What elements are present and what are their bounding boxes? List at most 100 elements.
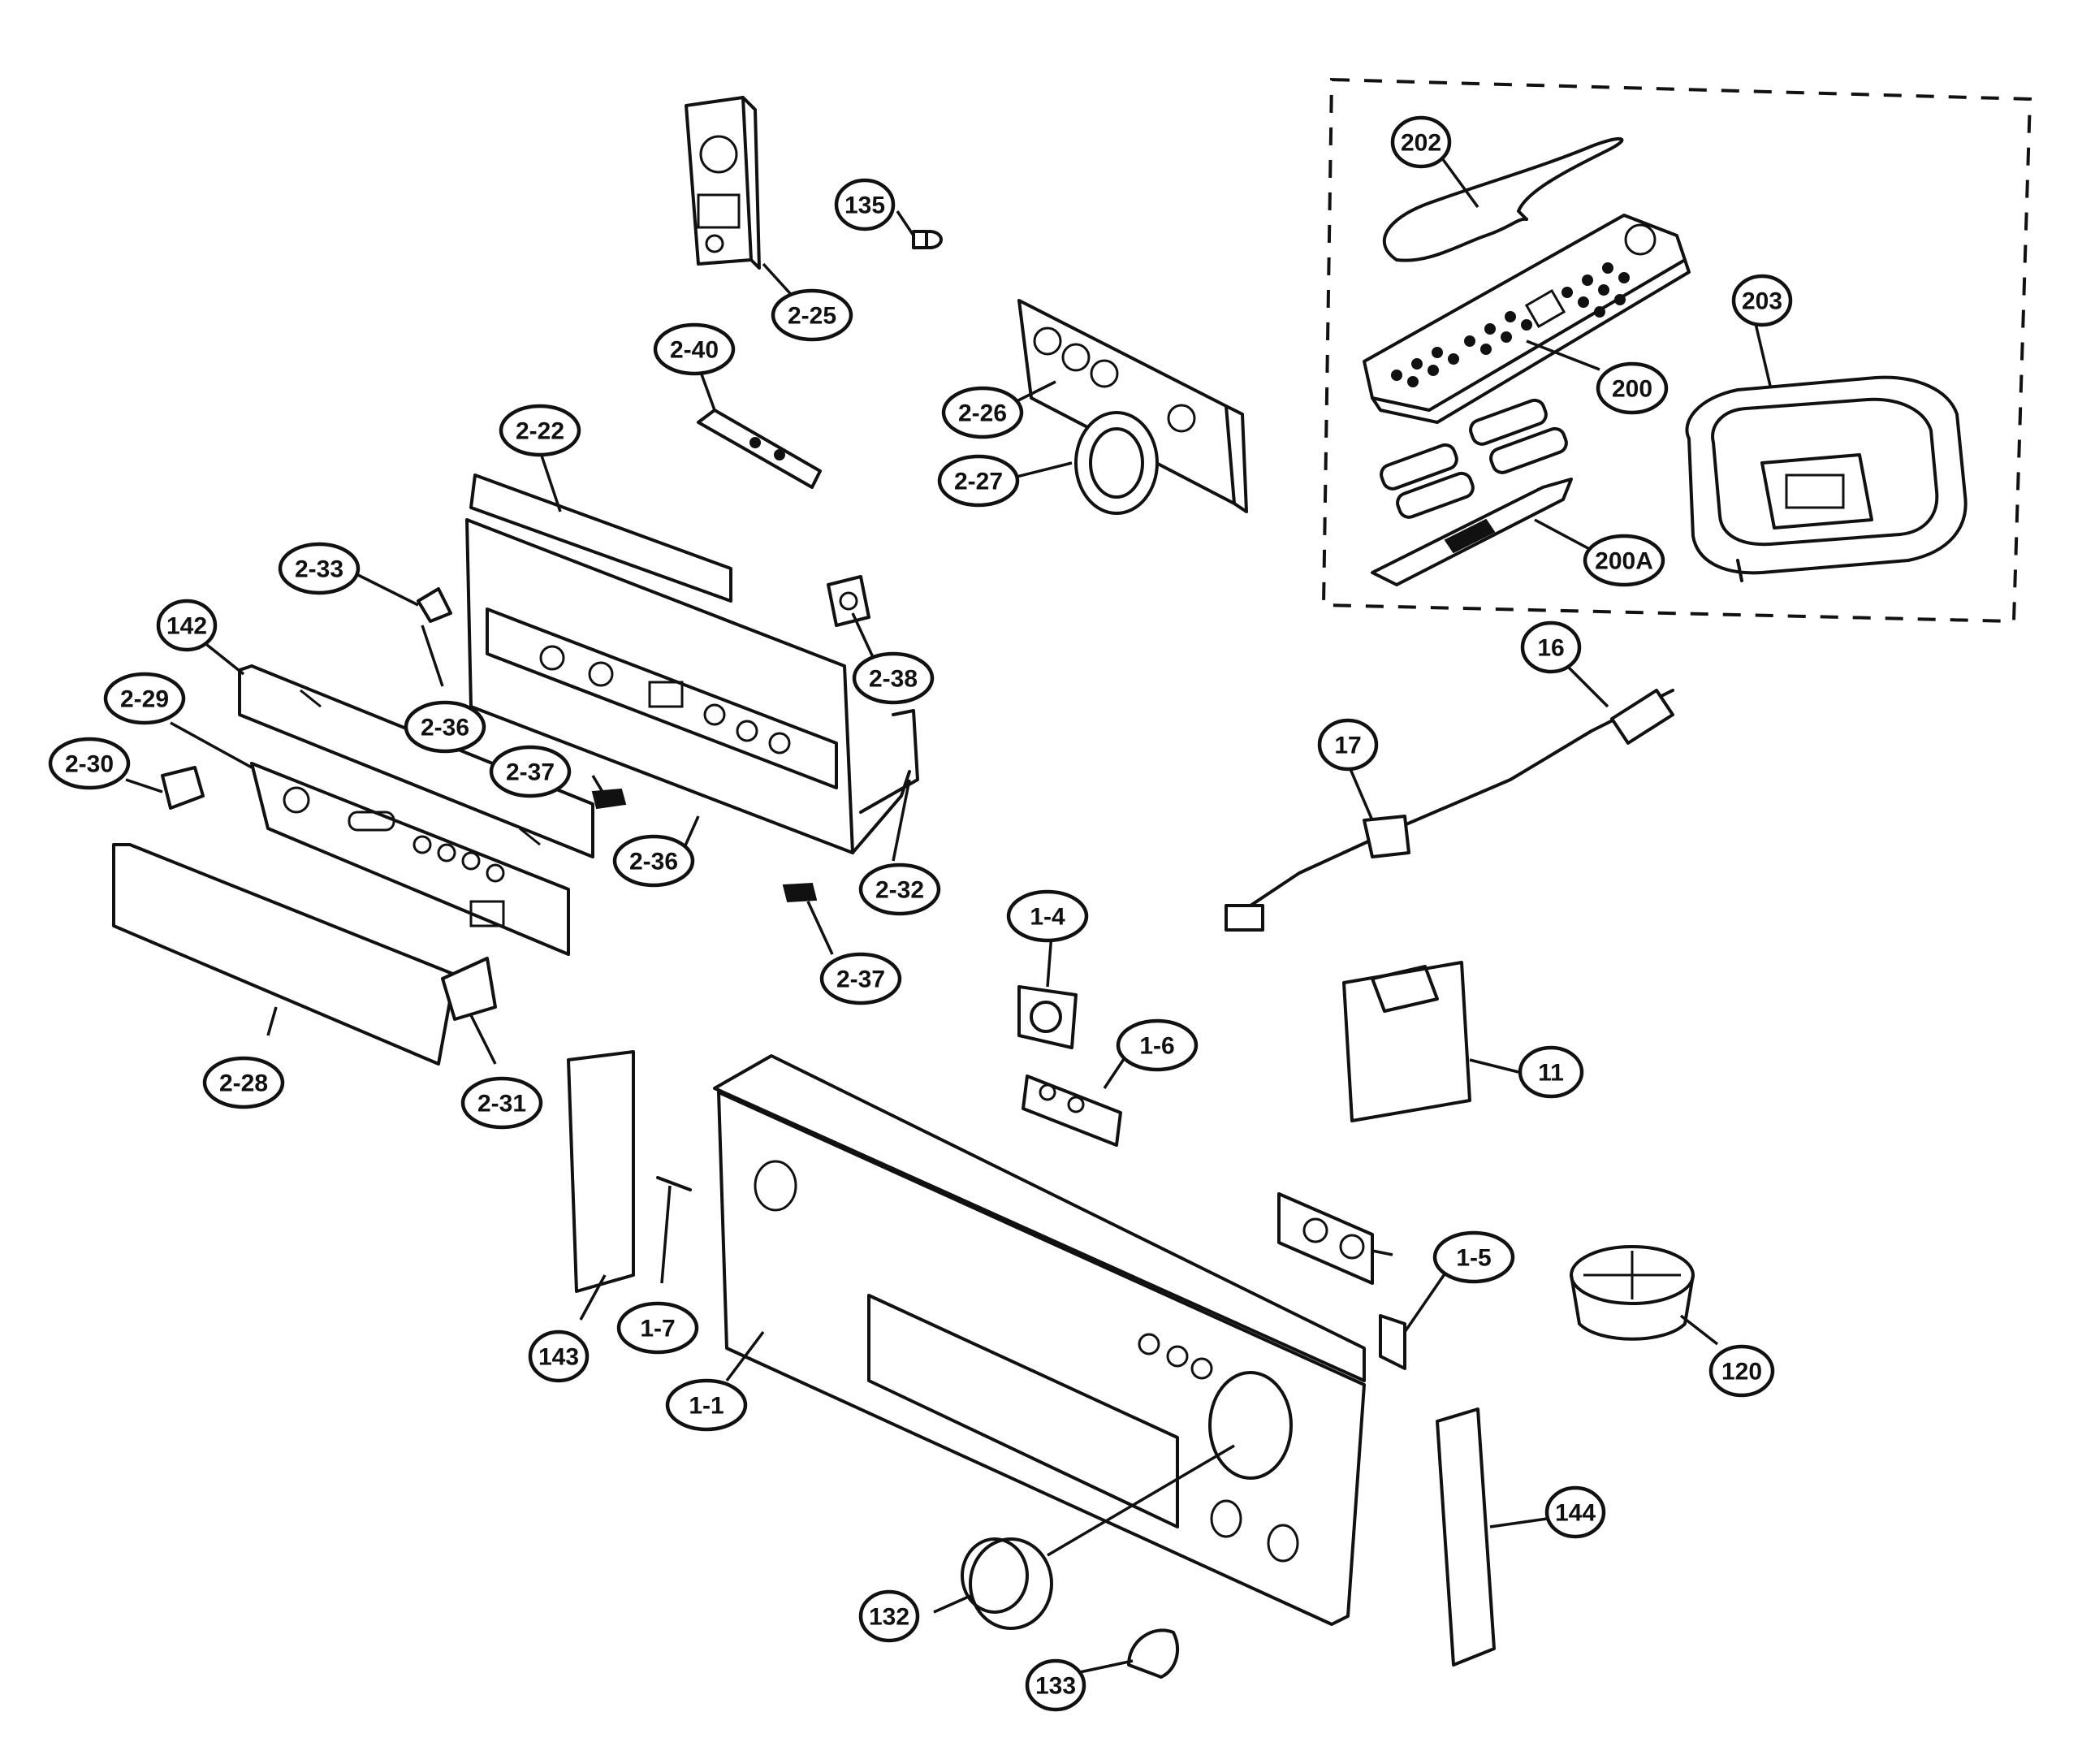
callout-circle xyxy=(771,288,853,342)
callout-circle xyxy=(278,542,361,595)
part-2-25 xyxy=(685,96,761,270)
callout-circle xyxy=(1596,361,1669,415)
callout-p135: 135 xyxy=(834,178,896,231)
part-2-33 xyxy=(417,587,452,623)
callout-p17b: 1-7 xyxy=(616,1301,699,1355)
part-1-5 xyxy=(1277,1192,1406,1370)
callout-text: 16 xyxy=(1537,635,1564,662)
part-1-4 xyxy=(1017,985,1078,1049)
callout-text: 2-36 xyxy=(421,715,469,741)
callout-circle xyxy=(1583,534,1665,587)
callout-text: 120 xyxy=(1721,1359,1762,1386)
part-203-loop-antenna xyxy=(1685,375,1968,582)
callout-text: 2-38 xyxy=(869,666,918,693)
part-11-box xyxy=(1342,961,1471,1122)
part-2-26-board xyxy=(1017,299,1248,515)
callout-p231: 2-31 xyxy=(460,1076,543,1130)
part-2-28-panel xyxy=(112,843,456,1066)
callout-p143: 143 xyxy=(528,1329,590,1383)
part-143-bracket xyxy=(567,1050,635,1293)
part-135-screw xyxy=(912,230,943,249)
callout-text: 144 xyxy=(1555,1500,1596,1527)
callout-circle xyxy=(1390,115,1452,169)
callout-p15: 1-5 xyxy=(1432,1230,1515,1284)
callout-p132: 132 xyxy=(858,1589,920,1643)
callout-circle xyxy=(202,1056,285,1109)
callout-text: 203 xyxy=(1742,288,1782,315)
callout-text: 202 xyxy=(1401,130,1441,157)
callout-p229: 2-29 xyxy=(103,672,186,725)
part-2-29-panel xyxy=(250,762,570,956)
callout-circle xyxy=(499,404,581,457)
callout-p16b: 1-6 xyxy=(1116,1018,1199,1072)
part-2-32 xyxy=(859,709,919,814)
part-200a-batteries xyxy=(1371,398,1573,586)
callout-circle xyxy=(1544,1485,1606,1539)
callout-p236a: 2-36 xyxy=(404,700,486,754)
callout-p14: 1-4 xyxy=(1006,889,1089,943)
callout-circle xyxy=(48,737,131,790)
callout-p225: 2-25 xyxy=(771,288,853,342)
callout-p230: 2-30 xyxy=(48,737,131,790)
callout-text: 2-33 xyxy=(295,556,343,583)
callout-p203: 203 xyxy=(1731,274,1793,327)
callout-circle xyxy=(489,745,572,798)
callout-text: 2-28 xyxy=(219,1070,268,1097)
callout-p238: 2-38 xyxy=(852,651,935,705)
callout-p240: 2-40 xyxy=(653,322,736,376)
callout-text: 2-29 xyxy=(120,686,169,713)
callout-p142: 142 xyxy=(156,599,218,652)
part-144-bracket xyxy=(1436,1407,1496,1667)
part-202-cord xyxy=(1382,136,1624,262)
part-133-button xyxy=(1127,1628,1179,1679)
callout-text: 2-40 xyxy=(670,337,719,364)
callout-circle xyxy=(1006,889,1089,943)
part-120-foot xyxy=(1570,1245,1695,1341)
part-2-38 xyxy=(827,575,870,627)
callout-text: 1-1 xyxy=(689,1393,724,1420)
callout-text: 133 xyxy=(1035,1673,1076,1700)
callout-circle xyxy=(1116,1018,1199,1072)
callout-text: 200 xyxy=(1612,376,1652,403)
callout-labels: 2-251352-402-262-272-222-331422-292-302-… xyxy=(48,115,1793,1712)
callout-circle xyxy=(941,386,1024,439)
callout-text: 2-25 xyxy=(788,303,836,330)
callout-text: 135 xyxy=(844,192,885,219)
part-1-1-front-panel xyxy=(713,1054,1366,1626)
callout-text: 1-7 xyxy=(640,1316,675,1342)
callout-circle xyxy=(1731,274,1793,327)
callout-p222: 2-22 xyxy=(499,404,581,457)
callout-text: 2-30 xyxy=(65,751,114,778)
callout-text: 11 xyxy=(1538,1060,1564,1087)
part-1-6 xyxy=(1022,1074,1122,1147)
callout-p232: 2-32 xyxy=(858,863,941,916)
callout-p11b: 1-1 xyxy=(665,1378,748,1432)
callout-p200: 200 xyxy=(1596,361,1669,415)
callout-text: 2-22 xyxy=(516,418,564,445)
callout-circle xyxy=(819,952,902,1005)
callout-p200a: 200A xyxy=(1583,534,1665,587)
callout-text: 142 xyxy=(166,613,207,640)
callout-circle xyxy=(404,700,486,754)
callout-p237a: 2-37 xyxy=(489,745,572,798)
callout-circle xyxy=(616,1301,699,1355)
callout-text: 2-27 xyxy=(954,469,1003,495)
callout-circle xyxy=(665,1378,748,1432)
callout-text: 2-37 xyxy=(506,759,555,786)
part-2-22-frame xyxy=(465,473,911,854)
callout-circle xyxy=(852,651,935,705)
part-1-7 xyxy=(656,1176,692,1191)
callout-p237b: 2-37 xyxy=(819,952,902,1005)
callout-circle xyxy=(1025,1658,1086,1712)
callout-p228: 2-28 xyxy=(202,1056,285,1109)
callout-text: 2-31 xyxy=(477,1091,526,1118)
callout-p133: 133 xyxy=(1025,1658,1086,1712)
callout-p236b: 2-36 xyxy=(612,834,695,888)
callout-circle xyxy=(1432,1230,1515,1284)
part-142-window xyxy=(238,664,594,858)
callout-circle xyxy=(612,834,695,888)
callout-text: 1-6 xyxy=(1139,1033,1174,1060)
part-16-17-power-cord xyxy=(1225,689,1674,932)
callout-p144: 144 xyxy=(1544,1485,1606,1539)
